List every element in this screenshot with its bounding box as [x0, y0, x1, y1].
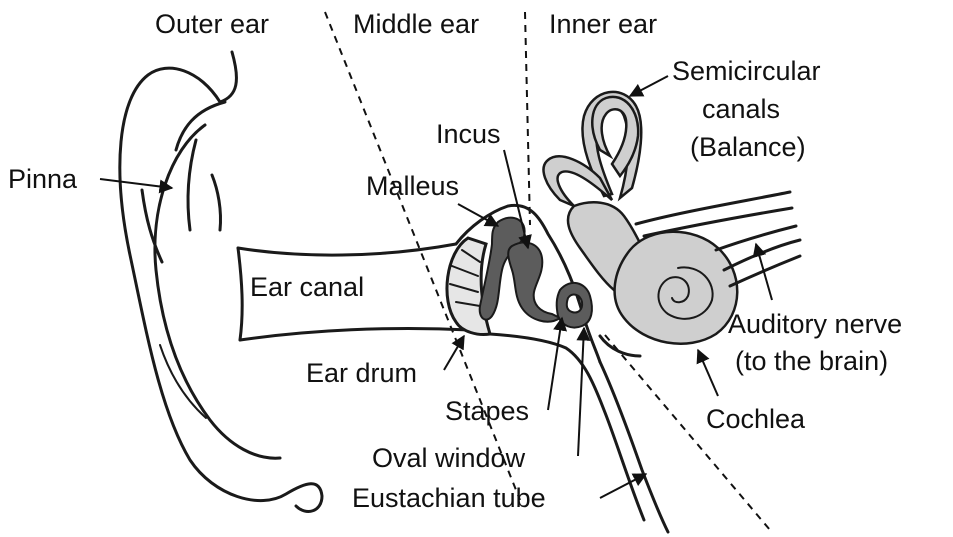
label-eustachian-tube: Eustachian tube — [352, 483, 546, 513]
eustachian-pointer — [600, 474, 646, 498]
label-oval-window: Oval window — [372, 443, 526, 473]
label-semicircular-line3: (Balance) — [690, 132, 806, 162]
label-ear-drum: Ear drum — [306, 358, 417, 388]
label-pinna: Pinna — [8, 164, 78, 194]
label-inner-ear: Inner ear — [549, 9, 657, 39]
label-outer-ear: Outer ear — [155, 9, 269, 39]
label-ear-canal: Ear canal — [250, 272, 364, 302]
stapes-pointer — [548, 318, 562, 410]
label-malleus: Malleus — [366, 171, 459, 201]
label-semicircular-line2: canals — [702, 94, 780, 124]
label-cochlea: Cochlea — [706, 404, 806, 434]
oval-window-pointer — [578, 328, 584, 456]
middle-inner-divider-upper — [525, 12, 530, 225]
semicircular-pointer — [630, 76, 668, 96]
incus-bone — [508, 242, 560, 321]
label-middle-ear: Middle ear — [353, 9, 479, 39]
label-stapes: Stapes — [445, 396, 529, 426]
pinna-pointer — [100, 179, 172, 188]
label-auditory-line1: Auditory nerve — [728, 309, 902, 339]
label-incus: Incus — [436, 119, 501, 149]
cochlea-pointer — [698, 350, 718, 396]
label-semicircular-line1: Semicircular — [672, 56, 821, 86]
label-auditory-line2: (to the brain) — [735, 346, 888, 376]
